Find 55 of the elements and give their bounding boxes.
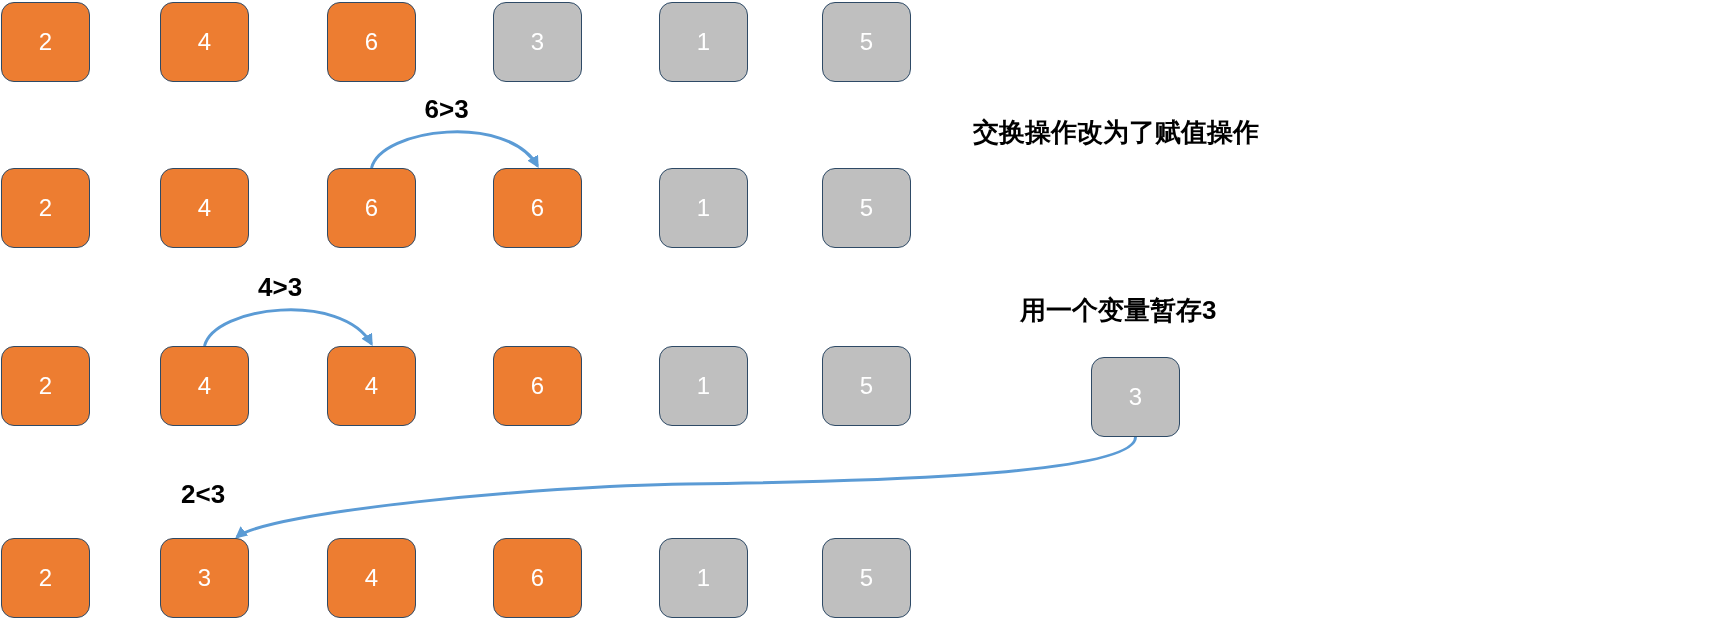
number-text: 2 (38, 564, 53, 592)
number-text: 4 (197, 194, 212, 222)
number-box (327, 2, 416, 82)
number-text: 6 (364, 28, 379, 56)
note-text: 交换操作改为了赋值操作 (973, 116, 1259, 149)
number-box (822, 538, 911, 618)
number-box (160, 2, 249, 82)
number-text: 5 (859, 194, 874, 222)
arrow (203, 308, 373, 347)
arrow (370, 130, 539, 169)
number-text: 5 (859, 372, 874, 400)
number-text: 5 (859, 564, 874, 592)
number-box (659, 168, 748, 248)
number-text: 1 (696, 372, 711, 400)
number-box (659, 346, 748, 426)
number-box (1, 346, 90, 426)
number-text: 2 (38, 194, 53, 222)
number-box (1, 168, 90, 248)
number-box (493, 346, 582, 426)
number-text: 4 (197, 372, 212, 400)
number-text: 6 (530, 194, 545, 222)
number-text: 2 (38, 28, 53, 56)
number-box (822, 346, 911, 426)
number-text: 6 (530, 564, 545, 592)
number-text: 5 (859, 28, 874, 56)
number-text: 1 (696, 194, 711, 222)
number-box (327, 346, 416, 426)
number-text: 4 (364, 372, 379, 400)
number-box (1, 538, 90, 618)
number-box (1091, 357, 1180, 437)
number-box (160, 168, 249, 248)
number-text: 1 (696, 28, 711, 56)
note-text: 用一个变量暂存3 (1020, 294, 1217, 327)
arrow (234, 436, 1137, 539)
number-text: 3 (530, 28, 545, 56)
number-box (493, 2, 582, 82)
number-box (327, 168, 416, 248)
number-box (160, 538, 249, 618)
number-box (493, 168, 582, 248)
number-box (822, 168, 911, 248)
number-text: 6 (530, 372, 545, 400)
number-text: 1 (696, 564, 711, 592)
number-box (327, 538, 416, 618)
number-text: 2 (38, 372, 53, 400)
number-box (822, 2, 911, 82)
number-text: 4 (197, 28, 212, 56)
number-box (160, 346, 249, 426)
number-box (659, 538, 748, 618)
number-box (1, 2, 90, 82)
number-text: 3 (1128, 383, 1143, 411)
number-text: 4 (364, 564, 379, 592)
number-text: 6 (364, 194, 379, 222)
number-box (493, 538, 582, 618)
number-text: 3 (197, 564, 212, 592)
number-box (659, 2, 748, 82)
